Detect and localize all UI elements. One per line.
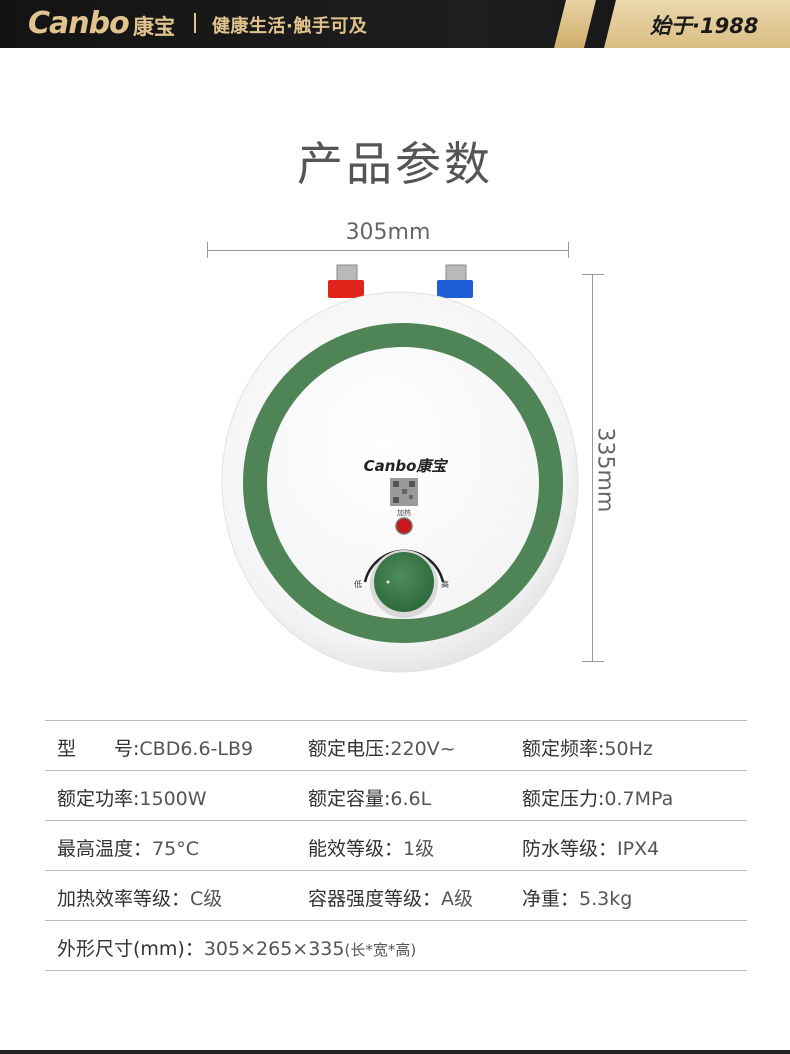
top-banner: Canbo 康宝 健康生活·触手可及 始于·1988 [0, 0, 790, 48]
cold-water-pipe [437, 264, 473, 298]
knob-high-label: 高 [441, 579, 449, 589]
gold-stripe [554, 0, 596, 48]
temperature-knob[interactable] [370, 550, 438, 618]
header-divider [194, 13, 196, 33]
table-row: 型 号:CBD6.6-LB9 额定电压:220V~ 额定频率:50Hz [45, 720, 747, 770]
since-text: 始于·1988 [650, 14, 759, 38]
brand-slogan: 健康生活·触手可及 [212, 16, 368, 37]
knob-low-label: 低 [354, 579, 362, 589]
heat-indicator-label: 加热 [397, 508, 411, 517]
height-dimension-line [592, 274, 593, 662]
spec-heating-efficiency: 加热效率等级：C级 [57, 888, 223, 910]
table-row: 外形尺寸(mm)：305×265×335(长*宽*高) [45, 920, 747, 971]
spec-dimensions: 外形尺寸(mm)：305×265×335(长*宽*高) [57, 938, 417, 960]
heat-indicator-light [395, 517, 413, 535]
spec-net-weight: 净重：5.3kg [522, 888, 633, 910]
width-tick-right [568, 242, 569, 258]
width-dimension-line [208, 250, 568, 251]
spec-rated-capacity: 额定容量:6.6L [308, 788, 432, 810]
table-row: 最高温度：75°C 能效等级：1级 防水等级：IPX4 [45, 820, 747, 870]
table-row: 加热效率等级：C级 容器强度等级：A级 净重：5.3kg [45, 870, 747, 920]
qr-code-icon [390, 478, 418, 506]
spec-rated-voltage: 额定电压:220V~ [308, 738, 456, 760]
brand-logo-cn: 康宝 [133, 15, 175, 39]
spec-container-strength: 容器强度等级：A级 [308, 888, 474, 910]
spec-energy-grade: 能效等级：1级 [308, 838, 435, 860]
brand-logo: Canbo [28, 6, 130, 41]
height-tick-top [582, 274, 604, 275]
spec-rated-pressure: 额定压力:0.7MPa [522, 788, 674, 810]
spec-rated-power: 额定功率:1500W [57, 788, 207, 810]
page-title: 产品参数 [297, 137, 493, 191]
width-tick-left [207, 242, 208, 258]
spec-waterproof-grade: 防水等级：IPX4 [522, 838, 660, 860]
heater-brand-label: Canbo康宝 [364, 457, 449, 475]
hot-water-pipe [328, 264, 364, 298]
spec-max-temperature: 最高温度：75°C [57, 838, 199, 860]
spec-model: 型 号:CBD6.6-LB9 [57, 738, 254, 760]
width-dimension-label: 305mm [345, 220, 431, 245]
height-tick-bottom [582, 661, 604, 662]
spec-table: 型 号:CBD6.6-LB9 额定电压:220V~ 额定频率:50Hz 额定功率… [45, 720, 747, 971]
bottom-border [0, 1050, 790, 1054]
height-dimension-label: 335mm [592, 427, 618, 513]
table-row: 额定功率:1500W 额定容量:6.6L 额定压力:0.7MPa [45, 770, 747, 820]
spec-rated-frequency: 额定频率:50Hz [522, 738, 653, 760]
water-heater-image: Canbo康宝 加热 低 高 [221, 264, 579, 673]
